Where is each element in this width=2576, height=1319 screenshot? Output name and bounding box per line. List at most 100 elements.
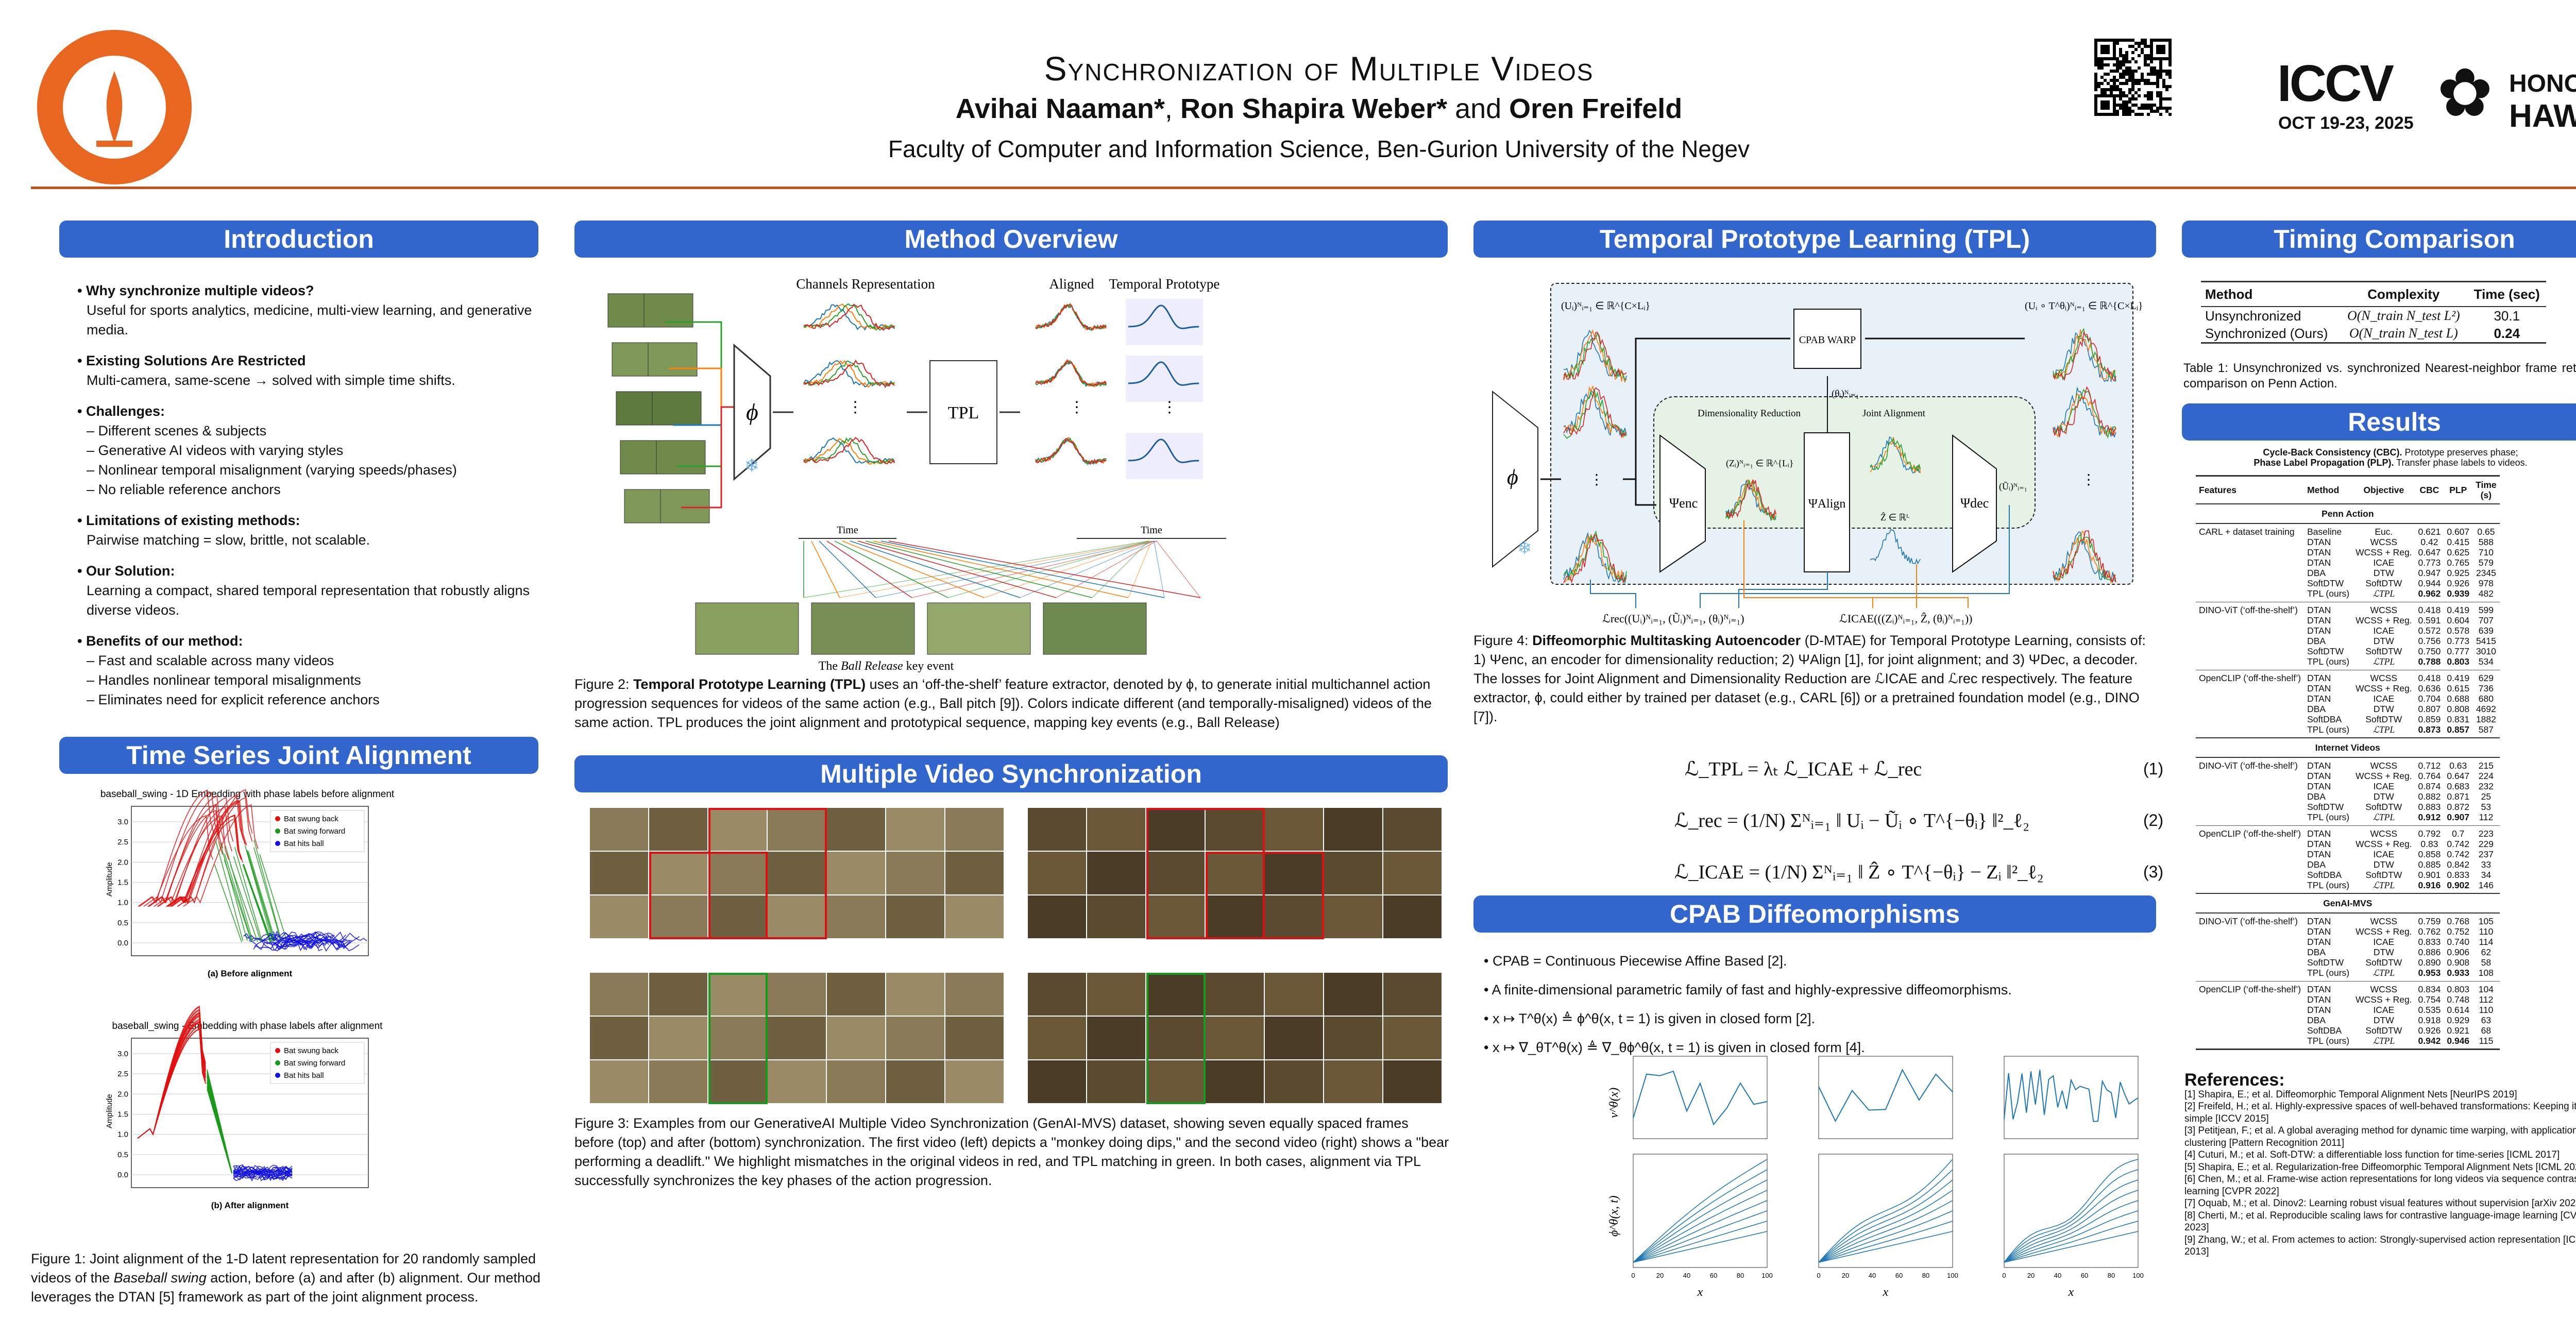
rule-cell [2196, 1048, 2500, 1051]
series-line [219, 842, 248, 941]
features-cell [2196, 625, 2304, 636]
connector [1540, 337, 2025, 506]
signal [1563, 332, 1627, 380]
results-cell: 33 [2481, 859, 2492, 870]
group-separator [2196, 825, 2500, 828]
results-cell: SoftDTW [2365, 870, 2402, 880]
key-event-text: key event [903, 660, 954, 673]
features-cell [2196, 724, 2304, 735]
video-frame [1324, 973, 1382, 1016]
x-tick-label: 20 [2027, 1272, 2035, 1279]
features-cell: CARL + dataset training [2199, 527, 2295, 537]
results-cell: 146 [2478, 880, 2494, 890]
results-cell: 0.748 [2447, 994, 2470, 1005]
features-cell [2196, 957, 2304, 968]
results-cell: 0.42 [2420, 537, 2438, 547]
key-event-frame [695, 602, 799, 655]
hibiscus-icon: ✿ [2437, 55, 2493, 130]
video-frame [768, 808, 826, 851]
reference-item: [7] Oquab, M.; et al. Dinov2: Learning r… [2184, 1198, 2576, 1209]
x-tick-label: 100 [2132, 1272, 2144, 1279]
results-cell: SoftDTW [2365, 1025, 2402, 1036]
video-frame [1028, 808, 1086, 851]
video-thumbnail [648, 342, 698, 377]
features-cell [2196, 926, 2304, 937]
intro-heading: Limitations of existing methods: [77, 511, 541, 530]
video-frame [708, 808, 767, 851]
intro-block: Why synchronize multiple videos?Useful f… [77, 281, 541, 340]
results-cell: 0.792 [2418, 828, 2441, 839]
integral-curve [1818, 1179, 1953, 1263]
results-cell: ICAE [2373, 625, 2395, 636]
caption-text: Figure 1: Joint alignment of the 1-D lat… [31, 1251, 536, 1286]
results-cell: 53 [2481, 802, 2492, 812]
results-cell: 110 [2479, 926, 2494, 937]
integral-curve [1633, 1210, 1768, 1263]
reference-item: [6] Chen, M.; et al. Frame-wise action r… [2184, 1174, 2576, 1197]
signal [2053, 386, 2116, 437]
video-frame [1028, 895, 1086, 938]
results-cell: 0.918 [2418, 1015, 2441, 1025]
results-cell: 0.419 [2447, 673, 2470, 683]
video-frame [827, 973, 885, 1016]
caption-bold: Temporal Prototype Learning (TPL) [633, 677, 866, 692]
references-title: References: [2184, 1070, 2285, 1090]
ellipsis: ⋮ [848, 399, 863, 416]
channel-signal [1035, 438, 1107, 466]
group-separator [2196, 980, 2500, 984]
event-link [1092, 540, 1149, 598]
signal [1870, 436, 1921, 474]
icae-loss-label: ℒICAE(((Zᵢ)ᴺᵢ₌₁, Ẑ, (θᵢ)ᴺᵢ₌₁)) [1839, 612, 1973, 625]
results-cell: 224 [2478, 771, 2494, 781]
phi-label: ϕ [746, 399, 758, 425]
input-label: (Uᵢ)ᴺᵢ₌₁ ∈ ℝ^{C×Lᵢ} [1561, 300, 1650, 312]
results-cell: WCSS [2370, 605, 2398, 615]
results-cell: 108 [2478, 968, 2494, 978]
results-cell: 0.808 [2447, 704, 2470, 714]
separator-cell [2196, 669, 2500, 673]
results-cell: TPL (ours) [2307, 880, 2350, 890]
integral-curve [1633, 1179, 1768, 1263]
intro-block: Limitations of existing methods:Pairwise… [77, 511, 541, 550]
series-line [233, 856, 262, 942]
intro-text: Useful for sports analytics, medicine, m… [87, 302, 532, 337]
channel-signal [1035, 304, 1107, 331]
results-cell: DTW [2373, 791, 2394, 802]
legend-box [270, 1042, 365, 1084]
integral-curve [1633, 1200, 1768, 1263]
subfigure-label: (a) Before alignment [208, 969, 293, 978]
zhat-label: Ẑ ∈ ℝᴸ [1880, 512, 1910, 522]
timing-header-cell: Method [2205, 286, 2253, 302]
video-frame [827, 1017, 885, 1059]
results-cell: WCSS [2370, 537, 2398, 547]
integral-curve [1633, 1169, 1768, 1263]
y-tick-label: 0.5 [117, 1151, 128, 1159]
qr-code[interactable] [2094, 39, 2172, 116]
results-cell: 0.63 [2449, 760, 2467, 771]
results-cell: 0.418 [2418, 673, 2441, 683]
features-cell [2196, 704, 2304, 714]
cpab-bullets: • CPAB = Continuous Piecewise Affine Bas… [1484, 953, 2012, 1069]
video-frame [1324, 852, 1382, 894]
intro-list-item: – Fast and scalable across many videos [87, 653, 334, 668]
caption-text: Figure 4: [1473, 633, 1533, 648]
features-cell [2196, 937, 2304, 947]
x-tick-label: 60 [2081, 1272, 2088, 1279]
intro-list-item: – Different scenes & subjects [87, 423, 267, 438]
video-thumbnail [656, 440, 706, 475]
results-cell: DTAN [2307, 771, 2331, 781]
channels-label: Channels Representation [796, 276, 935, 292]
timing-row: Synchronized (Ours)O(N_train N_test L)0.… [2201, 325, 2546, 343]
video-frame [1324, 895, 1382, 938]
results-cell: ℒTPL [2372, 588, 2395, 599]
video-frame [1383, 852, 1442, 894]
references: References:[1] Shapira, E.; et al. Diffe… [2184, 1070, 2576, 1258]
features-cell [2196, 839, 2304, 849]
figure-1-alignment-plots: baseball_swing - 1D Embedding with phase… [100, 789, 395, 1210]
intro-block: Our Solution:Learning a compact, shared … [77, 561, 541, 620]
y-tick-label: 0.0 [117, 1171, 128, 1179]
